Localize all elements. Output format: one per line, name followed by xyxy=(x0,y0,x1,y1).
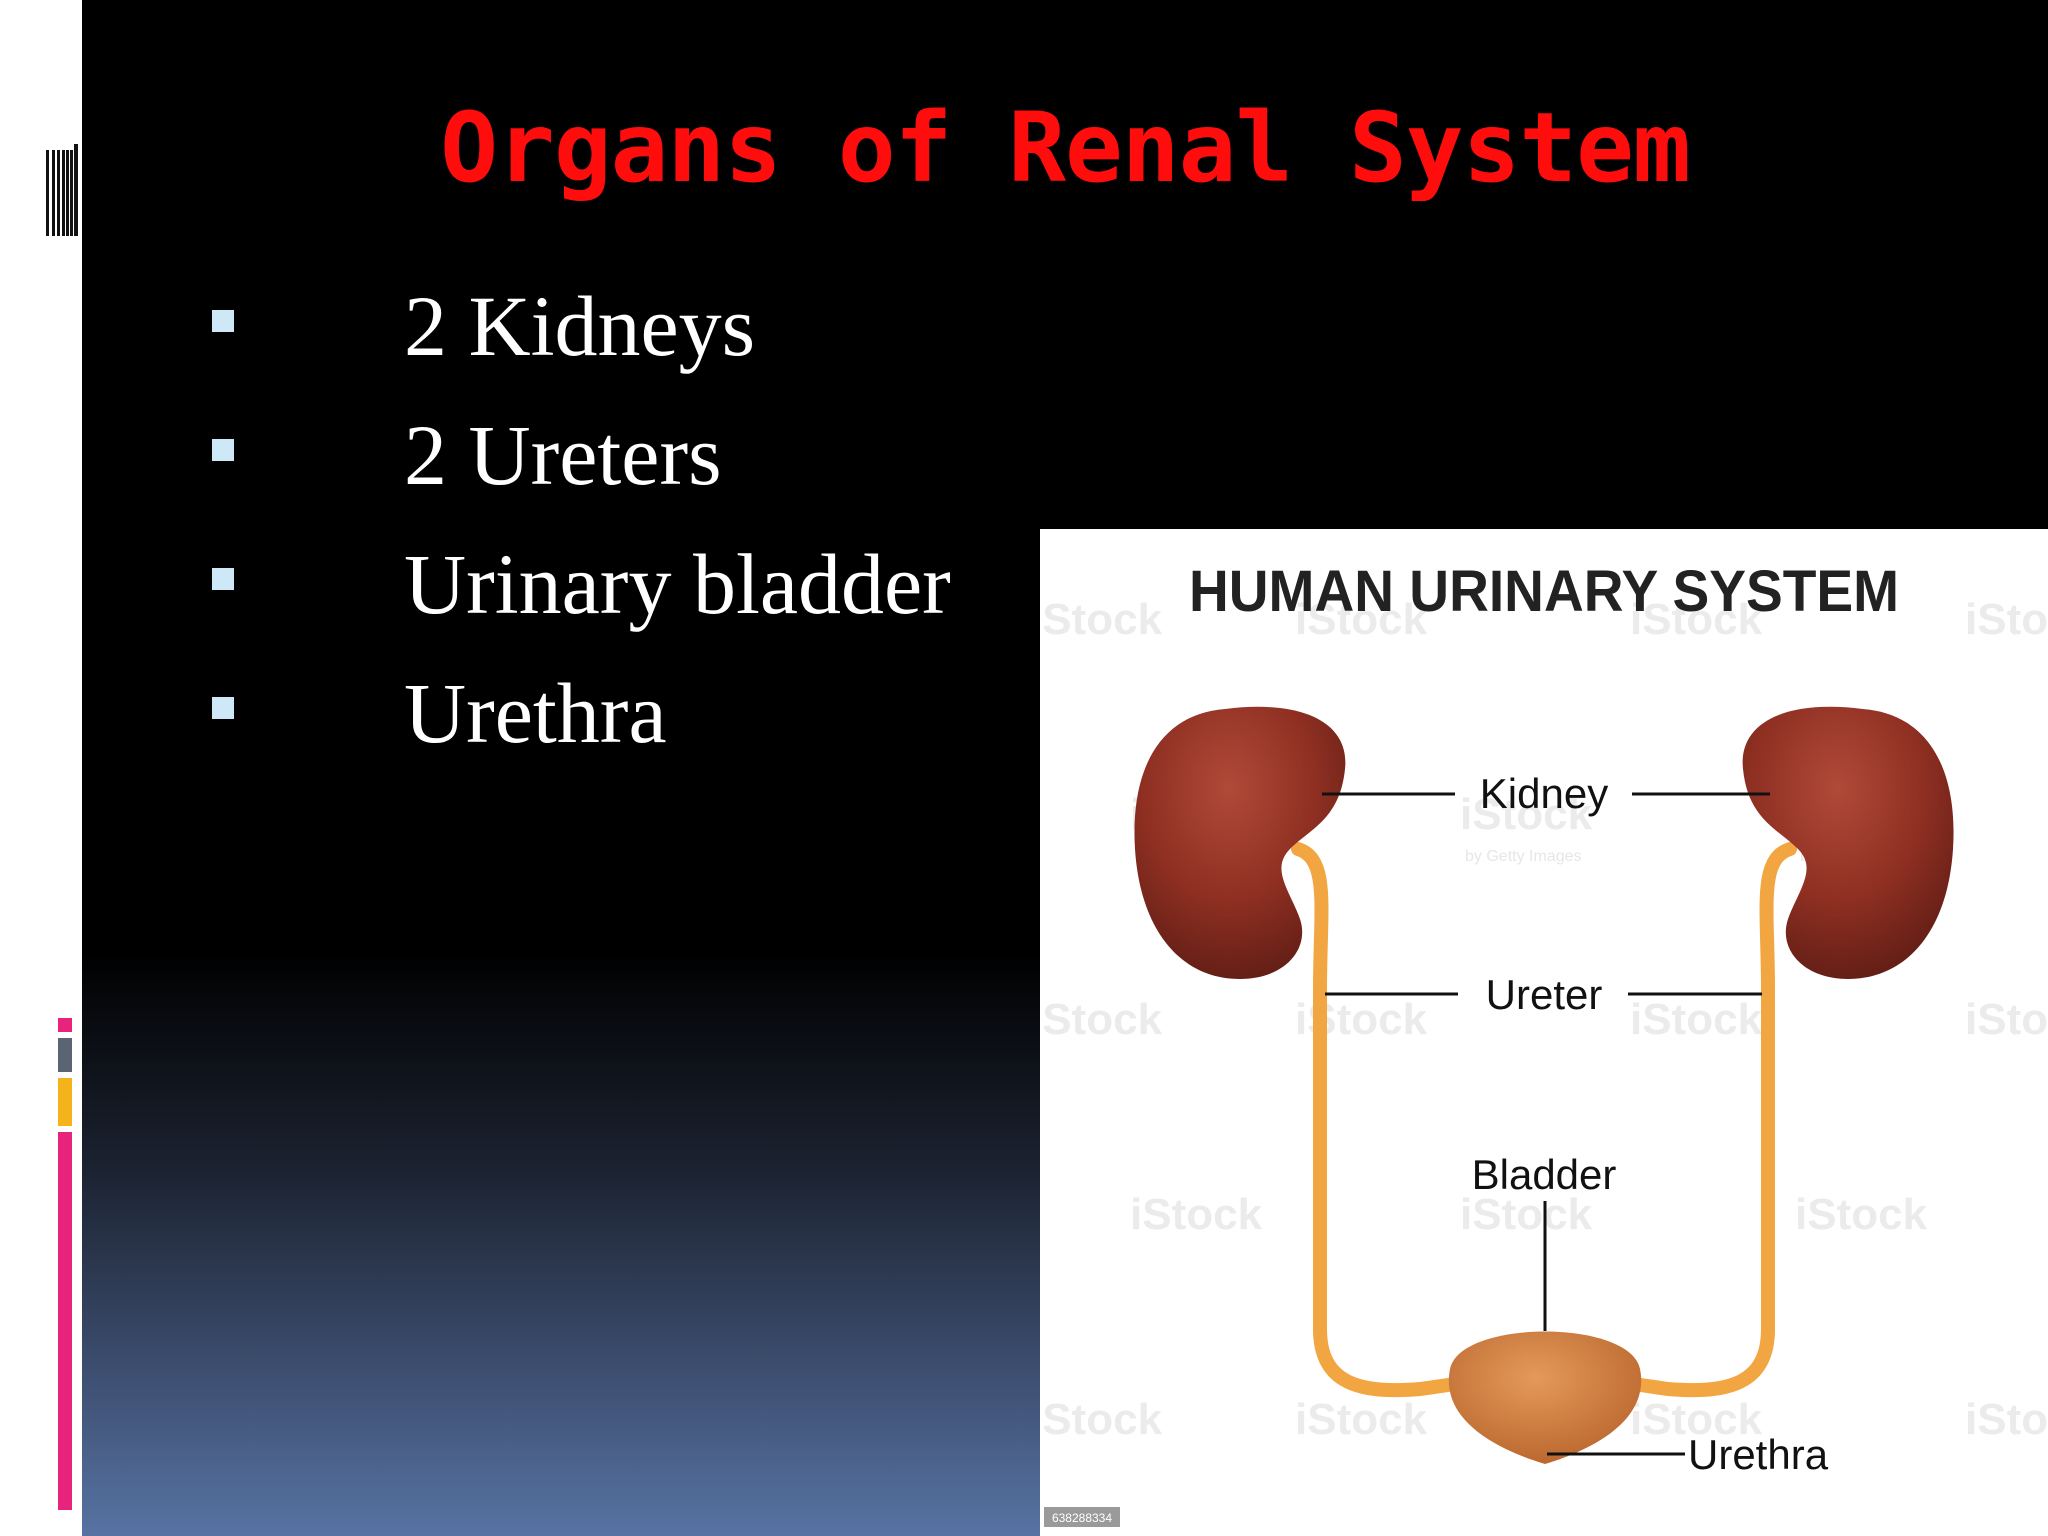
watermark-text: iStock xyxy=(1040,595,1163,644)
watermark-text: iStock xyxy=(1630,995,1763,1044)
left-kidney xyxy=(1134,706,1346,979)
bullet-text: Urethra xyxy=(404,665,667,761)
watermark-text: iStock xyxy=(1630,595,1763,644)
slide-left-margin xyxy=(0,0,82,1536)
watermark-text: iStock xyxy=(1630,1395,1763,1444)
kidney-label: Kidney xyxy=(1480,770,1608,817)
watermark-text: iStock xyxy=(1795,1190,1928,1239)
bullet-square-icon xyxy=(212,310,234,332)
urethra-label: Urethra xyxy=(1688,1431,1829,1478)
urinary-system-diagram: iStock iStock iStock iStock iStock iStoc… xyxy=(1040,529,2048,1536)
stock-id-tag xyxy=(1044,1507,1120,1527)
accent-bar-pink-top xyxy=(58,1018,72,1032)
watermark-text: iStock xyxy=(1965,1395,2048,1444)
bullet-text: 2 Ureters xyxy=(404,407,722,503)
watermark-text: iStock xyxy=(1965,595,2048,644)
watermark-text: iStock xyxy=(1040,1395,1163,1444)
bullet-text: 2 Kidneys xyxy=(404,278,756,374)
slide-title: Organs of Renal System xyxy=(440,92,1691,204)
watermark-text: iStock xyxy=(1460,790,1593,839)
decorative-lines xyxy=(46,144,80,236)
watermark-text: iStock xyxy=(1965,995,2048,1044)
accent-bar-yellow xyxy=(58,1078,72,1126)
urinary-system-illustration: iStock iStock iStock iStock iStock iStoc… xyxy=(1040,559,2048,1527)
accent-bar-pink xyxy=(58,1132,72,1510)
watermark-text: iStock xyxy=(1295,595,1428,644)
bullet-text: Urinary bladder xyxy=(404,536,951,632)
watermark-text: iStock xyxy=(1040,995,1163,1044)
watermark-text: iStock xyxy=(1295,1395,1428,1444)
bladder-label: Bladder xyxy=(1472,1151,1617,1198)
right-kidney xyxy=(1742,706,1954,979)
diagram-title: HUMAN URINARY SYSTEM xyxy=(1189,559,1899,624)
ureter-label: Ureter xyxy=(1486,971,1603,1018)
watermark-text: iStock xyxy=(1130,1190,1263,1239)
bullet-square-icon xyxy=(212,568,234,590)
right-ureter xyxy=(1593,842,1797,1398)
watermark-subtext: by Getty Images xyxy=(1465,848,1582,865)
leader-lines xyxy=(1322,792,1770,1456)
accent-bar-gray xyxy=(58,1038,72,1072)
stock-id-text: 638288334 xyxy=(1052,1511,1112,1525)
bullet-square-icon xyxy=(212,697,234,719)
bladder xyxy=(1448,1331,1642,1464)
watermark-text: iStock xyxy=(1460,1190,1593,1239)
left-ureter xyxy=(1291,842,1497,1398)
bullet-square-icon xyxy=(212,439,234,461)
